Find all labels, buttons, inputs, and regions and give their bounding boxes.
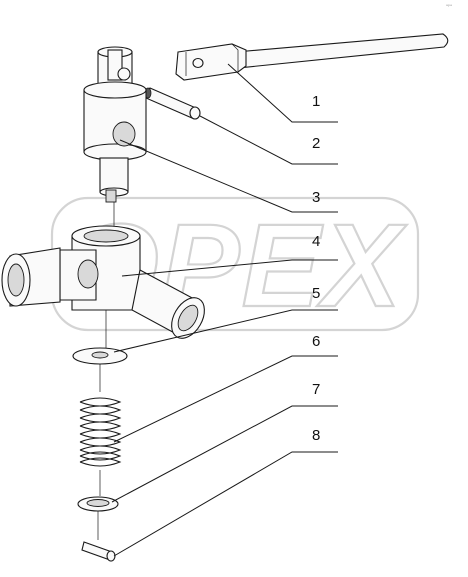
callout-6: 6 (312, 333, 320, 350)
leader-7 (111, 405, 338, 503)
leader-1 (227, 63, 338, 123)
callout-2: 2 (312, 135, 320, 152)
leader-4 (121, 259, 338, 277)
corner-mark: ᵃᵖᵉ (446, 4, 452, 10)
part-4-body (1, 225, 205, 350)
part-5-washer (72, 347, 128, 392)
callout-3: 3 (312, 189, 320, 206)
part-1-handle (175, 33, 449, 81)
leader-6 (113, 355, 338, 443)
callout-5: 5 (312, 285, 320, 302)
part-7-washer (77, 496, 119, 540)
part-8-cotter-pin (81, 541, 116, 562)
leader-2 (199, 115, 338, 165)
callout-7: 7 (312, 381, 320, 398)
leader-3 (119, 139, 338, 213)
leader-lines (111, 63, 338, 557)
callout-4: 4 (312, 233, 320, 250)
callout-1: 1 (312, 93, 320, 110)
part-6-spring (79, 397, 122, 496)
part-3-stem (83, 46, 147, 232)
part-2-pin (144, 87, 201, 120)
callout-8: 8 (312, 427, 320, 444)
leader-8 (113, 451, 338, 557)
callout-numbers: 1 2 3 4 5 6 7 8 (312, 93, 320, 444)
leader-5 (113, 309, 338, 353)
